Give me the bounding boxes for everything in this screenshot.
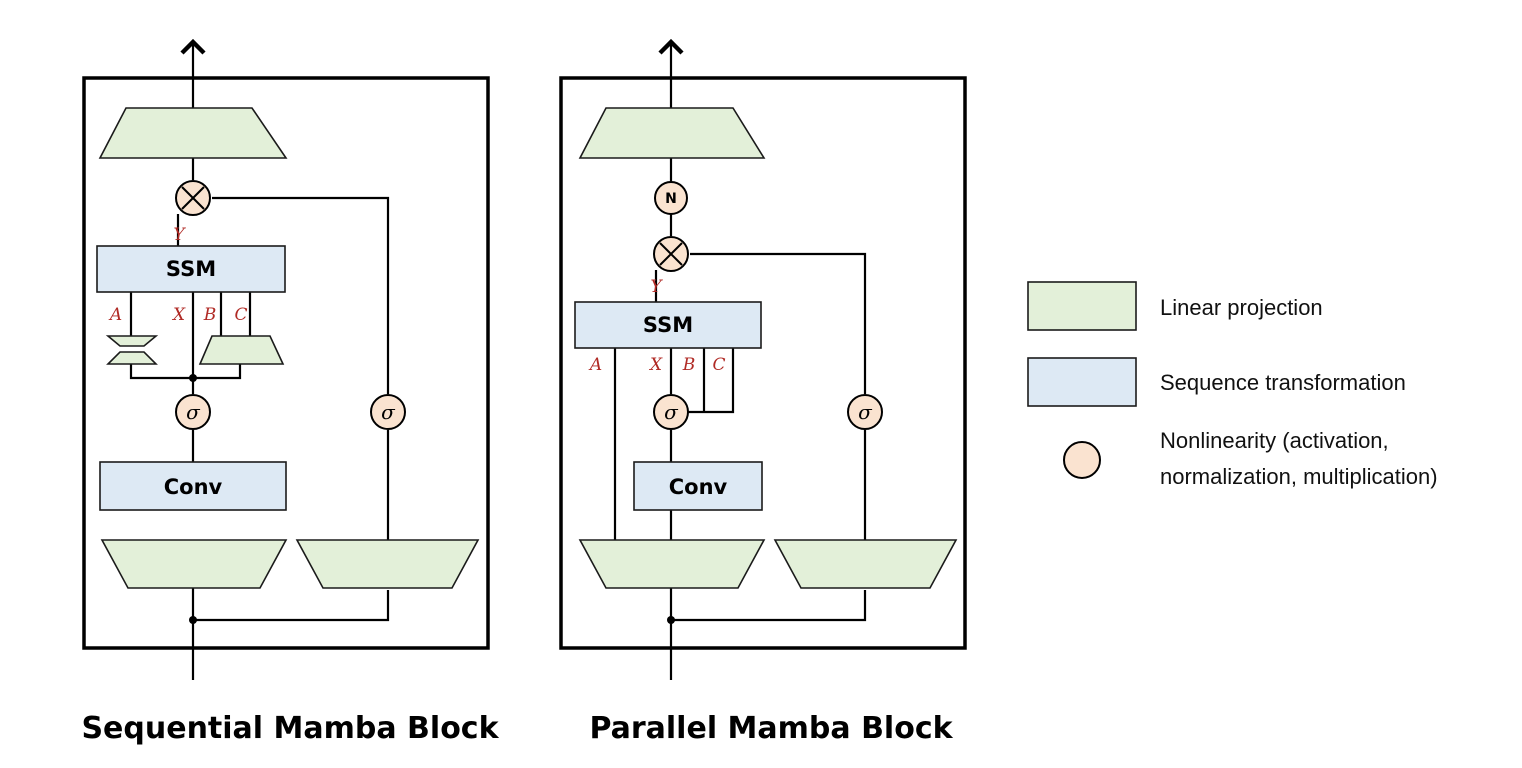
seq-multiply-icon [181,186,205,210]
legend-nonlinearity-label-line1: Nonlinearity (activation, [1160,428,1389,453]
par-gate-activation-node [847,394,883,430]
legend-nonlinearity-label-line2: normalization, multiplication) [1160,464,1438,489]
seq-bc-proj-in-wire [193,364,242,380]
sequential-block-title: Sequential Mamba Block [81,711,499,746]
seq-output-projection [98,107,288,159]
par-b-symbol: B [682,355,696,375]
par-normalization-node [654,181,688,215]
seq-a-proj-in-wire [129,362,193,380]
seq-a-projection-bottom [106,351,158,365]
seq-ssm-box [96,245,286,293]
seq-gate-branch-bottom [193,590,390,622]
parallel-mamba-block: SSM Conv N σ σ Y A X B C Parallel Mamba … [559,38,967,746]
seq-ssm-label: SSM [166,257,216,281]
seq-gate-activation-node [370,394,406,430]
seq-gate-to-mult-wire [212,196,390,394]
seq-a-symbol: A [108,305,122,325]
par-multiply-icon [659,242,683,266]
legend: Linear projection Sequence transformatio… [1027,281,1438,489]
seq-x-sigma-label: σ [186,400,201,424]
par-input-projection-z [773,539,958,589]
seq-conv-label: Conv [164,475,223,499]
par-x-activation-node [653,394,689,430]
par-c-loop-wire [671,348,735,414]
seq-input-projection-x [100,539,288,589]
seq-x-activation-node [175,394,211,430]
parallel-block-frame [559,76,967,650]
seq-split-junction [189,616,197,624]
legend-linear-swatch [1027,281,1137,331]
par-ssm-box [574,301,762,349]
par-input-projection-x [578,539,766,589]
par-conv-label: Conv [669,475,728,499]
seq-a-projection-top [105,335,159,347]
seq-conv-box [99,461,287,511]
seq-y-symbol: Y [173,225,186,245]
par-a-symbol: A [588,355,602,375]
legend-sequence-swatch [1027,357,1137,407]
seq-bc-projection [198,335,285,365]
seq-c-symbol: C [234,305,247,325]
par-c-symbol: C [712,355,725,375]
par-gate-branch-bottom [671,590,867,622]
sequential-mamba-block: SSM Conv σ σ Y A X B C Sequential Mamba … [81,38,500,746]
par-conv-box [633,461,763,511]
par-normalization-label: N [665,191,677,207]
par-x-symbol: X [648,355,663,375]
seq-input-projection-z [295,539,480,589]
par-output-projection [578,107,766,159]
par-gate-to-mult-wire [690,252,867,394]
par-ssm-label: SSM [643,313,693,337]
sequential-block-frame [82,76,490,650]
legend-sequence-label: Sequence transformation [1160,370,1406,395]
seq-b-symbol: B [203,305,217,325]
legend-linear-label: Linear projection [1160,295,1323,320]
seq-x-symbol: X [171,305,186,325]
seq-gate-sigma-label: σ [381,400,396,424]
par-split-junction [667,616,675,624]
par-gate-sigma-label: σ [858,400,873,424]
parallel-block-title: Parallel Mamba Block [589,711,953,746]
par-y-symbol: Y [650,277,663,297]
seq-abc-junction [189,374,197,382]
legend-nonlinearity-swatch [1063,441,1101,479]
par-x-sigma-label: σ [664,400,679,424]
